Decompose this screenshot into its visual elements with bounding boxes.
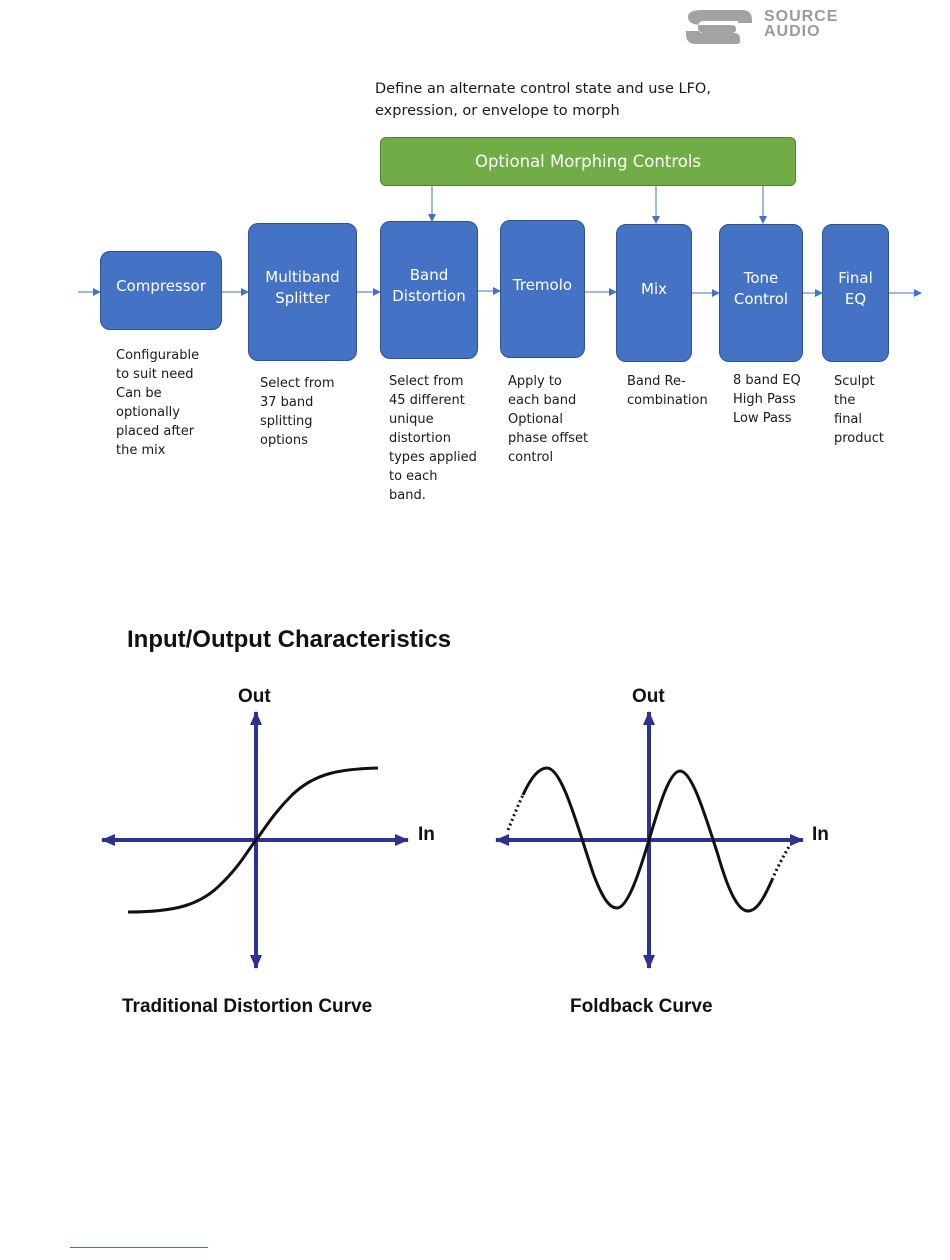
final-eq-description: Sculpt the final product (834, 374, 885, 446)
logo-text-line2: AUDIO (764, 23, 821, 40)
traditional-chart-axes (101, 711, 409, 969)
traditional-distortion-curve (127, 766, 379, 914)
tone-control-block: Tone Control (719, 224, 803, 362)
mix-description: Band Re- combination (627, 374, 708, 408)
compressor-block: Compressor (100, 251, 222, 330)
multiband-splitter-block: Multiband Splitter (248, 223, 357, 361)
io-characteristics-title: Input/Output Characteristics (127, 626, 452, 653)
foldback-curve-left-dotted (506, 794, 525, 831)
source-audio-logo: SOURCE AUDIO (684, 8, 884, 48)
mix-block: Mix (616, 224, 692, 362)
band-distortion-description: Select from 45 different unique distorti… (389, 374, 477, 503)
logo-text: SOURCE AUDIO (764, 8, 839, 40)
logo-mark-icon (686, 10, 752, 44)
multiband-splitter-description: Select from 37 band splitting options (260, 376, 335, 448)
compressor-description: Configurable to suit need Can be optiona… (116, 348, 200, 458)
band-distortion-block: Band Distortion (380, 221, 478, 359)
traditional-y-axis-label: Out (238, 686, 271, 707)
footnote-separator (70, 1247, 208, 1248)
optional-morphing-controls-block: Optional Morphing Controls (380, 137, 796, 186)
morph-note: Define an alternate control state and us… (375, 81, 711, 119)
tremolo-description: Apply to each band Optional phase offset… (508, 374, 589, 465)
foldback-y-axis-label: Out (632, 686, 665, 707)
foldback-curve (521, 766, 774, 913)
foldback-x-axis-label: In (812, 824, 829, 845)
traditional-curve-caption: Traditional Distortion Curve (122, 996, 373, 1017)
final-eq-block: Final EQ (822, 224, 889, 362)
traditional-x-axis-label: In (418, 824, 435, 845)
tremolo-block: Tremolo (500, 220, 585, 358)
foldback-chart-axes (495, 711, 804, 969)
tone-control-description: 8 band EQ High Pass Low Pass (733, 373, 801, 426)
foldback-curve-right-dotted (770, 844, 792, 881)
foldback-curve-caption: Foldback Curve (570, 996, 713, 1017)
logo-text-line1: SOURCE (764, 8, 839, 25)
